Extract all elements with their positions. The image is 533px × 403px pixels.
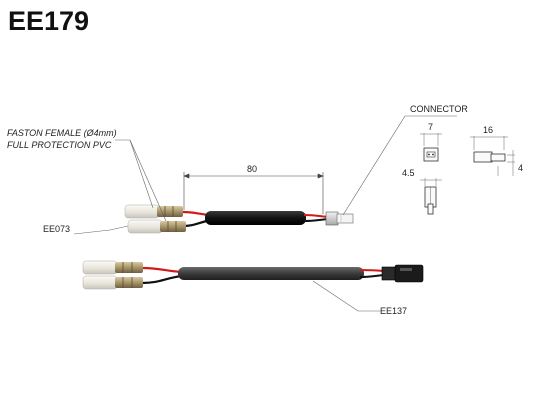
upper-faston-terminal-bottom — [127, 219, 186, 234]
lower-red-wire — [141, 266, 183, 274]
leader-lines — [73, 115, 457, 312]
dimension-side-length: 16 — [483, 125, 494, 135]
faston-leader — [115, 139, 154, 209]
faston-label-line1: FASTON FEMALE (Ø4mm) — [7, 128, 117, 138]
lower-cable-assembly — [82, 260, 424, 290]
upper-cable-assembly — [124, 204, 354, 234]
upper-black-sleeve — [205, 211, 306, 225]
lower-grey-sleeve — [178, 267, 364, 280]
ee137-leader — [312, 280, 381, 312]
dimension-side-height: 4 — [518, 163, 524, 173]
lower-faston-terminal-top — [82, 260, 143, 275]
faston-label-line2: FULL PROTECTION PVC — [7, 140, 112, 150]
connector-side-view — [470, 136, 515, 176]
dimension-front-width: 7 — [428, 122, 434, 132]
lower-black-connector — [381, 264, 424, 283]
ee073-label: EE073 — [43, 224, 71, 234]
upper-faston-terminal-top — [124, 204, 183, 219]
length-dimension — [183, 172, 324, 214]
ee073-leader — [73, 225, 129, 235]
connector-front-view — [420, 133, 442, 162]
upper-red-wire-out — [303, 214, 329, 218]
upper-small-connector — [325, 211, 354, 226]
dimension-front-height: 4.5 — [402, 168, 415, 178]
upper-black-wire-out — [303, 218, 329, 222]
lower-black-wire — [141, 274, 183, 285]
connector-label: CONNECTOR — [410, 104, 468, 114]
ee137-label: EE137 — [380, 306, 408, 316]
dimension-length: 80 — [247, 164, 258, 174]
lower-black-wire-out — [359, 274, 385, 278]
connector-bottom-view — [420, 178, 442, 215]
page-title: EE179 — [8, 6, 90, 36]
lower-faston-terminal-bottom — [82, 275, 143, 290]
lower-red-wire-out — [359, 269, 385, 272]
connector-leader — [342, 115, 457, 216]
